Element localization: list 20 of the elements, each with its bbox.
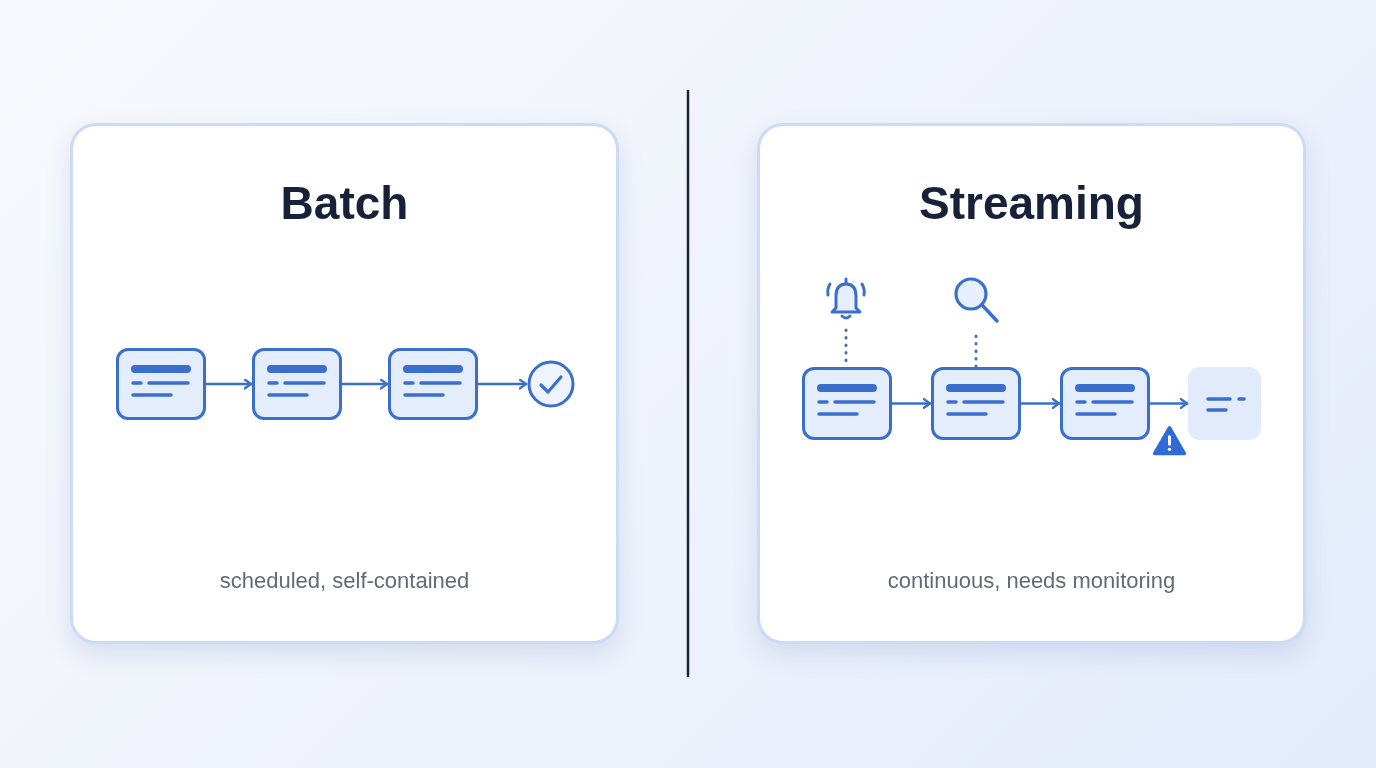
panel-title: Batch (280, 176, 409, 230)
process-box (388, 348, 478, 420)
arrow (204, 378, 253, 390)
panel-caption: scheduled, self-contained (219, 568, 470, 594)
arrow (476, 378, 528, 390)
arrow (890, 397, 932, 410)
process-box (116, 348, 206, 420)
process-box (931, 367, 1021, 440)
panel-card (70, 123, 619, 644)
process-box (802, 367, 892, 440)
faded-output-box (1188, 367, 1261, 440)
process-box (252, 348, 342, 420)
panel-title: Streaming (919, 176, 1144, 230)
arrow (340, 378, 389, 390)
arrow (1019, 397, 1061, 410)
panel-card (757, 123, 1306, 644)
panel-caption: continuous, needs monitoring (887, 568, 1176, 594)
dotted-connector (974, 334, 978, 369)
arrow (1148, 397, 1189, 410)
process-box (1060, 367, 1150, 440)
